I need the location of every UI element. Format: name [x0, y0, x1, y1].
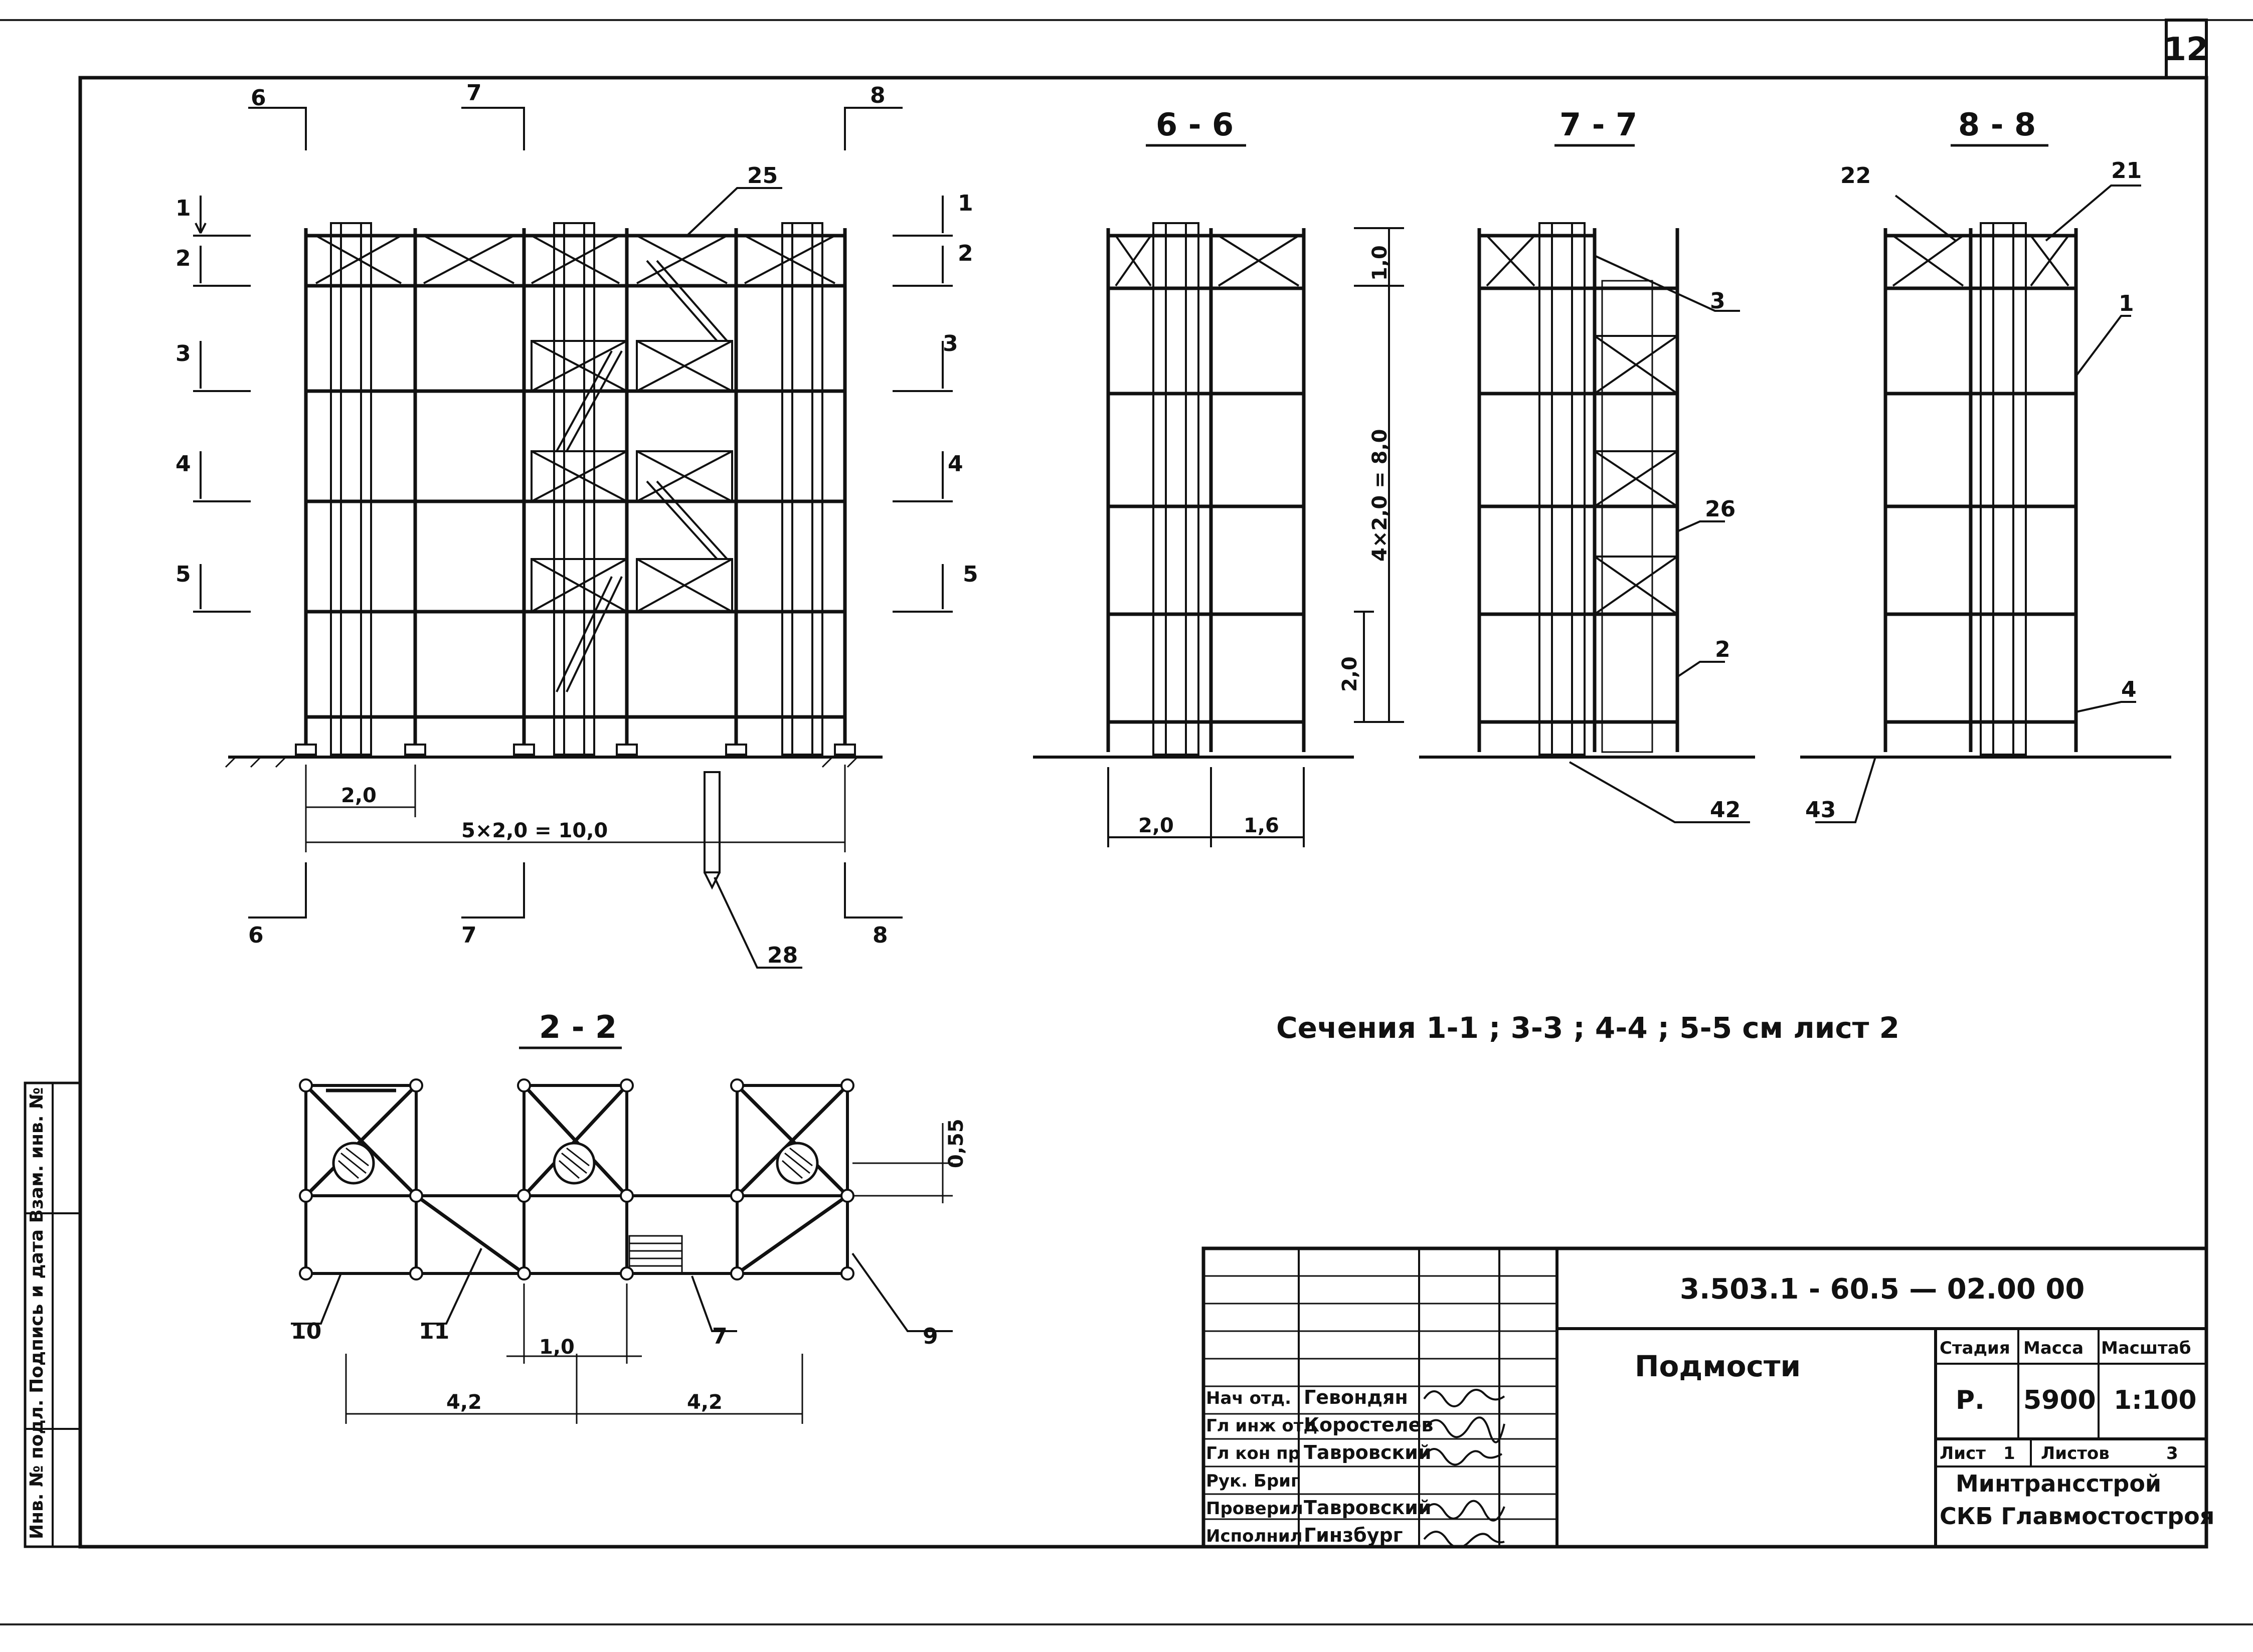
sheets-value: 3: [2166, 1443, 2178, 1463]
elevation-view: [193, 107, 953, 969]
callout-42: 42: [1710, 797, 1741, 823]
side-stamp: Инв. № подл. Подпись и дата Взам. инв. №: [24, 1081, 82, 1548]
sheet-number-box: [2165, 19, 2208, 79]
section-6-6-labels: 6 - 6 1,0 4×2,0 = 8,0 2,0 2,0 1,6: [1138, 106, 1392, 837]
callout-25: 25: [747, 163, 778, 189]
section-6-6-title: 6 - 6: [1156, 106, 1234, 143]
callout-21: 21: [2111, 158, 2142, 183]
side-stamp-text: Инв. № подл. Подпись и дата Взам. инв. №: [27, 1087, 47, 1539]
dim-step: 1,0: [539, 1336, 575, 1359]
marker-right-4: 4: [948, 451, 963, 477]
marker-right-2: 2: [958, 241, 973, 266]
callout-28: 28: [767, 943, 798, 968]
marker-left-5: 5: [176, 562, 191, 587]
dim-b: 4,2: [687, 1391, 723, 1414]
org-line1: Минтрансстрой: [1956, 1470, 2161, 1497]
marker-left-4: 4: [176, 451, 191, 477]
title-block: [1201, 1246, 2208, 1549]
callout-26: 26: [1705, 496, 1736, 522]
staff-role-1: Нач отд.: [1206, 1388, 1291, 1408]
stage-label: Стадия: [1940, 1338, 2010, 1358]
callout-11: 11: [419, 1319, 449, 1344]
dim-total: 5×2,0 = 10,0: [461, 819, 608, 842]
section-8-8-title: 8 - 8: [1958, 106, 2036, 143]
section-2-2: [291, 1078, 953, 1424]
section-8-8-labels: 8 - 8 22 21 1 4 43: [1805, 106, 2142, 823]
cut-top-6: 6: [251, 85, 266, 111]
drawing-frame: [78, 76, 2208, 1549]
marker-left-1: 1: [176, 196, 191, 221]
section-7-7: [1419, 222, 1755, 823]
sheet-label: Лист: [1940, 1443, 1986, 1463]
staff-role-2: Гл инж отд: [1206, 1416, 1317, 1436]
section-8-8: [1800, 185, 2171, 823]
org-line2: СКБ Главмостостроя: [1940, 1503, 2214, 1530]
sheet-number: 12: [2164, 31, 2208, 68]
section-7-7-labels: 7 - 7 3 26 2 42: [1554, 106, 1741, 823]
signature-marks: [1423, 1389, 1505, 1549]
staff-name-2: Коростелев: [1304, 1414, 1433, 1436]
callout-9: 9: [923, 1324, 938, 1349]
cut-top-8: 8: [870, 83, 886, 108]
sections-note: Сечения 1-1 ; 3-3 ; 4-4 ; 5-5 см лист 2: [1276, 1011, 1899, 1045]
marker-right-5: 5: [963, 562, 978, 587]
dim-top: 1,0: [1368, 245, 1392, 281]
title-block-text: 3.503.1 - 60.5 — 02.00 00 Подмости Стади…: [1206, 1273, 2214, 1546]
cut-bottom-6: 6: [248, 923, 264, 948]
callout-22: 22: [1840, 163, 1871, 189]
callout-7: 7: [712, 1324, 728, 1349]
dim-level: 2,0: [1338, 656, 1361, 692]
staff-role-3: Гл кон пр: [1206, 1443, 1300, 1463]
mass-value: 5900: [2023, 1385, 2096, 1415]
cut-top-7: 7: [466, 80, 482, 106]
cut-bottom-8: 8: [873, 923, 888, 948]
callout-1: 1: [2119, 291, 2134, 316]
staff-role-5: Проверил: [1206, 1499, 1303, 1519]
callout-10: 10: [291, 1319, 321, 1344]
staff-role-6: Исполнил: [1206, 1526, 1303, 1546]
marker-left-2: 2: [176, 246, 191, 271]
staff-name-1: Гевондян: [1304, 1386, 1408, 1408]
section-2-2-title: 2 - 2: [539, 1009, 617, 1045]
callout-43: 43: [1805, 797, 1836, 823]
sheet-value: 1: [2003, 1443, 2015, 1463]
dim-w1: 2,0: [1138, 814, 1174, 837]
scale-value: 1:100: [2114, 1385, 2197, 1415]
dim-a: 4,2: [446, 1391, 482, 1414]
staff-name-6: Гинзбург: [1304, 1524, 1403, 1546]
callout-3: 3: [1710, 288, 1725, 314]
dim-span: 2,0: [341, 784, 377, 807]
dim-side: 0,55: [945, 1119, 968, 1168]
marker-right-3: 3: [943, 331, 958, 356]
doc-code: 3.503.1 - 60.5 — 02.00 00: [1680, 1273, 2085, 1306]
scale-label: Масштаб: [2101, 1338, 2191, 1358]
mass-label: Масса: [2023, 1338, 2084, 1358]
elevation-labels: 1 2 3 4 5 1 2 3 4 5 6 7 8 6 7 8 25 28 2,…: [176, 80, 978, 968]
cut-bottom-7: 7: [461, 923, 477, 948]
callout-2: 2: [1715, 637, 1730, 662]
staff-name-5: Тавровский: [1304, 1497, 1432, 1519]
callout-4: 4: [2121, 677, 2137, 702]
dim-w2: 1,6: [1244, 814, 1279, 837]
marker-right-1: 1: [958, 191, 973, 216]
doc-name: Подмости: [1635, 1349, 1801, 1383]
stage-value: Р.: [1956, 1385, 1985, 1415]
dim-height: 4×2,0 = 8,0: [1368, 429, 1392, 562]
section-7-7-title: 7 - 7: [1559, 106, 1637, 143]
staff-name-3: Тавровский: [1304, 1441, 1432, 1463]
staff-role-4: Рук. Бриг: [1206, 1471, 1300, 1491]
section-6-6: [1033, 222, 1404, 847]
section-2-2-labels: 2 - 2 0,55 1,0 4,2 4,2 10 11 7 9: [291, 1009, 968, 1414]
sheets-label: Листов: [2041, 1443, 2110, 1463]
marker-left-3: 3: [176, 341, 191, 366]
